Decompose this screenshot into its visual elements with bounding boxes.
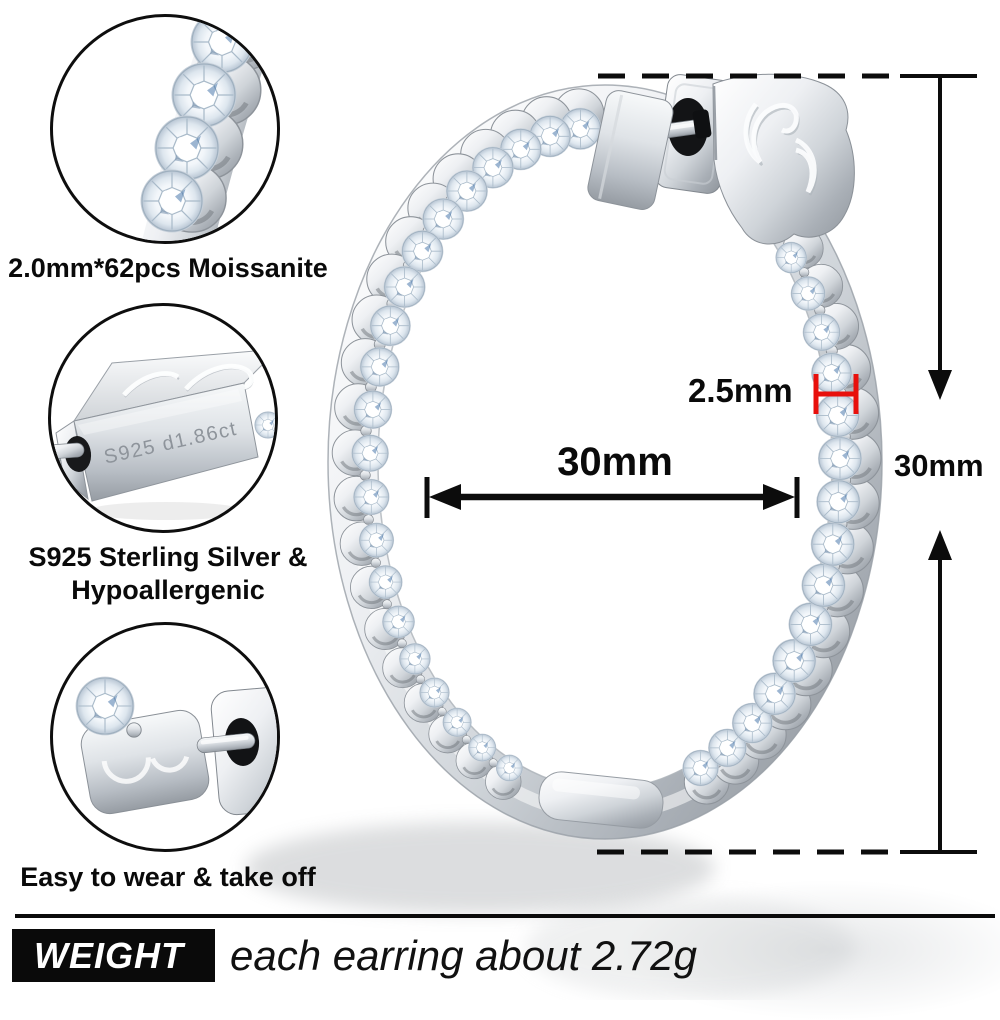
- dim-outer-height: [597, 73, 977, 855]
- moissanite-stone: [352, 478, 390, 516]
- moissanite-stone: [369, 304, 412, 347]
- moissanite-stone: [358, 522, 395, 559]
- footer-divider: [15, 914, 995, 918]
- moissanite-stone: [418, 677, 451, 709]
- moissanite-stone: [442, 707, 473, 738]
- moissanite-stone: [353, 389, 393, 430]
- callout-circle-moissanite: [50, 14, 280, 244]
- moissanite-stone: [815, 479, 861, 525]
- prong-ball: [370, 557, 381, 568]
- moissanite-stone: [467, 733, 497, 762]
- dim-stone-width-marker: [813, 374, 859, 414]
- weight-value: each earring about 2.72g: [230, 932, 698, 979]
- arrow-right-icon: [763, 484, 795, 510]
- callout-label-easy: Easy to wear & take off: [20, 862, 316, 892]
- post-mechanism-closeup: [74, 675, 277, 815]
- dim-inner-diameter-label: 30mm: [557, 440, 673, 484]
- moissanite-stone: [368, 564, 403, 600]
- moissanite-closeup: [139, 17, 277, 241]
- hoop-shadow: [245, 822, 855, 1000]
- post-collar: [692, 109, 712, 139]
- arrow-down-icon: [928, 370, 952, 400]
- arrow-up-icon: [928, 530, 952, 560]
- earring-post-hardware: [587, 73, 855, 245]
- moissanite-stone: [495, 754, 524, 782]
- moissanite-stone: [359, 346, 401, 388]
- prong-ball: [382, 599, 392, 610]
- dim-outer-height-label: 30mm: [894, 448, 984, 483]
- callout-label-material-line1: S925 Sterling Silver &: [28, 542, 308, 572]
- moissanite-stone: [350, 434, 390, 473]
- moissanite-stone: [774, 241, 808, 274]
- callout-label-moissanite: 2.0mm*62pcs Moissanite: [8, 253, 328, 283]
- dim-stone-width-label: 2.5mm: [688, 372, 793, 409]
- weight-badge: WEIGHT: [12, 929, 215, 982]
- moissanite-stone: [817, 435, 863, 482]
- callout-circle-clasp: [50, 622, 280, 852]
- moissanite-stone: [381, 605, 416, 639]
- callout-circle-engraving: S925 d1.86ct: [48, 303, 278, 533]
- callout-label-material-line2: Hypoallergenic: [71, 575, 265, 605]
- clasp-engraving-closeup: S925 d1.86ct: [51, 348, 275, 520]
- moissanite-stone: [790, 275, 826, 312]
- callout-label-material: S925 Sterling Silver & Hypoallergenic: [0, 541, 336, 607]
- arrow-left-icon: [429, 484, 461, 510]
- dim-inner-diameter: [424, 477, 800, 518]
- hoop-end-plate: [587, 90, 674, 210]
- moissanite-stone: [802, 312, 841, 352]
- decorative-clasp: [712, 73, 855, 245]
- moissanite-stone: [810, 521, 856, 567]
- moissanite-stone: [800, 562, 847, 608]
- moissanite-stone: [383, 265, 427, 309]
- moissanite-stone: [400, 229, 444, 273]
- prong-ball: [363, 514, 374, 525]
- hoop-hinge-bar: [538, 771, 664, 829]
- moissanite-stone: [815, 392, 861, 438]
- moissanite-stone: [787, 601, 834, 647]
- background-shadow: [620, 880, 1000, 1020]
- moissanite-stone: [398, 642, 432, 676]
